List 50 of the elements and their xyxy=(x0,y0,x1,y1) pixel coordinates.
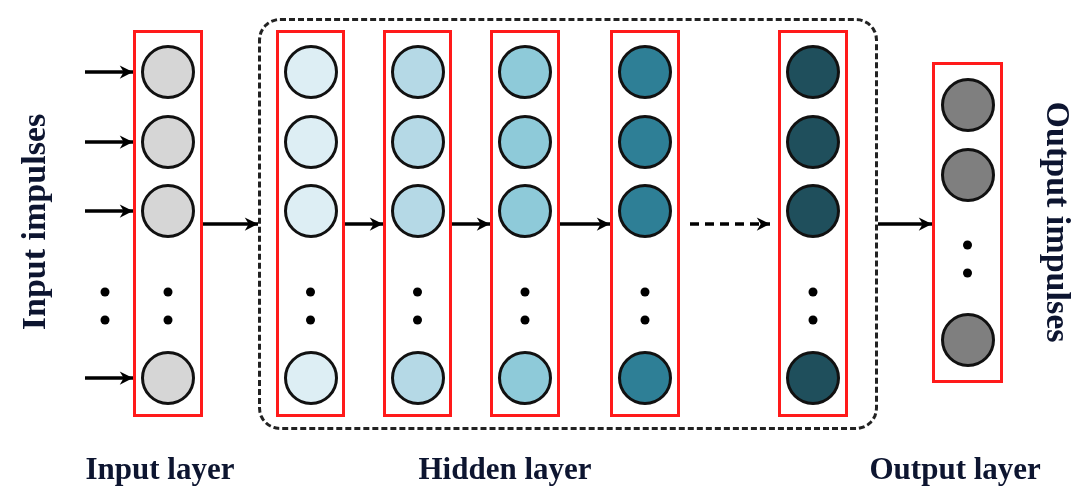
arrow xyxy=(85,371,133,385)
arrow xyxy=(345,217,383,231)
neuron-circle xyxy=(283,45,338,99)
neuron-circle xyxy=(390,184,445,238)
layer-column xyxy=(490,30,560,417)
neuron-circle xyxy=(940,148,995,202)
axis-title: Output impulses xyxy=(1040,101,1075,343)
neuron-circle xyxy=(141,115,195,169)
neuron-circle xyxy=(786,115,840,169)
arrow xyxy=(203,217,258,231)
layer-column xyxy=(133,30,203,417)
layer-column xyxy=(276,30,345,417)
layer-label: Output layer xyxy=(869,452,1041,484)
neuron-circle xyxy=(283,184,338,238)
neuron-circle xyxy=(498,351,552,405)
neuron-circle xyxy=(618,184,672,238)
arrow xyxy=(690,217,770,231)
layer-column xyxy=(383,30,452,417)
arrow xyxy=(560,217,610,231)
arrow xyxy=(85,135,133,149)
arrow xyxy=(452,217,490,231)
neuron-circle xyxy=(390,351,445,405)
neuron-circle xyxy=(786,351,840,405)
arrow xyxy=(85,65,133,79)
neuron-circle xyxy=(498,115,552,169)
neuron-circle xyxy=(786,45,840,99)
neuron-circle xyxy=(940,78,995,132)
neuron-circle xyxy=(390,115,445,169)
arrow xyxy=(878,217,932,231)
layer-column xyxy=(932,62,1003,383)
layer-label: Hidden layer xyxy=(418,452,592,484)
neuron-circle xyxy=(618,351,672,405)
neuron-circle xyxy=(141,351,195,405)
arrow xyxy=(85,204,133,218)
neuron-circle xyxy=(498,45,552,99)
neuron-circle xyxy=(940,313,995,367)
hidden-layer-group xyxy=(258,18,878,430)
neuron-circle xyxy=(141,45,195,99)
neuron-circle xyxy=(141,184,195,238)
neuron-circle xyxy=(498,184,552,238)
neuron-circle xyxy=(618,45,672,99)
neuron-circle xyxy=(390,45,445,99)
layer-label: Input layer xyxy=(85,452,235,484)
neuron-circle xyxy=(618,115,672,169)
neuron-circle xyxy=(283,115,338,169)
layer-column xyxy=(778,30,848,417)
axis-title: Input impulses xyxy=(17,113,52,331)
layer-column xyxy=(610,30,680,417)
neuron-circle xyxy=(786,184,840,238)
neuron-circle xyxy=(283,351,338,405)
